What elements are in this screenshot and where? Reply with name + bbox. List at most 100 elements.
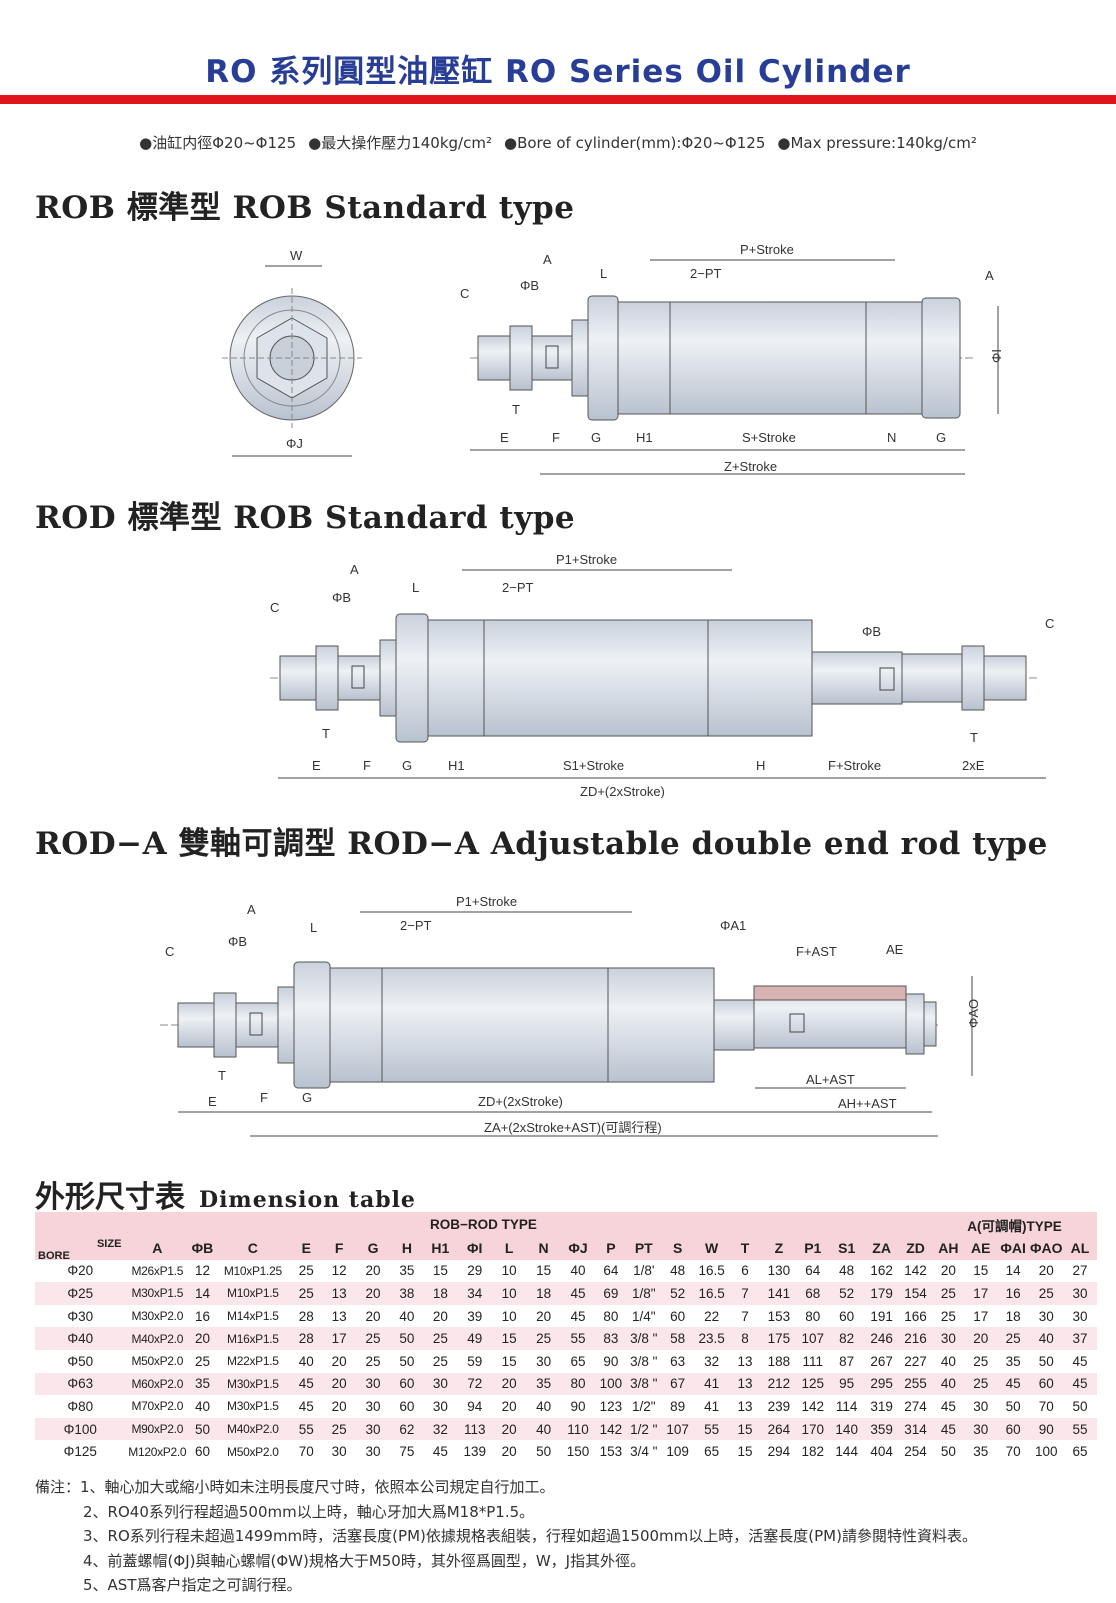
table-cell: 179 xyxy=(864,1282,900,1305)
table-header-cell: T xyxy=(728,1237,762,1260)
table-cell: 20 xyxy=(492,1395,527,1418)
label-c: C xyxy=(165,944,174,959)
table-cell: 25 xyxy=(423,1327,458,1350)
piston-rod xyxy=(337,655,381,701)
label-g2: G xyxy=(936,430,946,445)
table-cell: 100 xyxy=(1029,1440,1063,1463)
label-h1: H1 xyxy=(448,758,465,773)
wrench-flat xyxy=(351,665,365,689)
table-cell: 13 xyxy=(728,1395,762,1418)
table-header-cell: L xyxy=(492,1237,527,1260)
table-cell: 50 xyxy=(390,1327,424,1350)
piston-rod xyxy=(531,335,573,381)
table-cell: 15 xyxy=(964,1259,997,1283)
table-cell: 110 xyxy=(561,1417,595,1441)
table-cell: 30 xyxy=(355,1440,391,1463)
label-phib: ΦB xyxy=(520,278,539,293)
table-cell: 40 xyxy=(526,1417,562,1441)
rod-thread xyxy=(177,1002,215,1048)
table-header-cell: ΦAO xyxy=(1029,1237,1063,1260)
label-t: T xyxy=(322,726,330,741)
piston-rod xyxy=(235,1002,279,1048)
rod-nut xyxy=(509,325,533,391)
note-1: 備注：1、軸心加大或縮小時如未注明長度尺寸時，依照本公司規定自行加工。 xyxy=(35,1478,555,1496)
label-p1-stroke: P1+Stroke xyxy=(556,552,617,567)
label-zd: ZD+(2xStroke) xyxy=(478,1094,563,1109)
table-cell: 7 xyxy=(728,1304,762,1328)
adjust-nut xyxy=(905,993,925,1055)
table-cell: 18 xyxy=(423,1282,458,1305)
table-cell: 359 xyxy=(864,1417,900,1441)
table-cell: 14 xyxy=(189,1282,216,1305)
label-e: E xyxy=(312,758,321,773)
table-cell: 35 xyxy=(390,1259,424,1283)
table-cell: 20 xyxy=(355,1304,391,1328)
table-cell: 27 xyxy=(1062,1259,1097,1283)
section-title-rod: ROD 標準型 ROB Standard type xyxy=(35,500,576,536)
table-cell: 144 xyxy=(829,1440,865,1463)
table-cell: 14 xyxy=(996,1259,1030,1283)
table-cell: 48 xyxy=(660,1259,695,1283)
table-cell: 15 xyxy=(728,1417,762,1441)
rear-rod xyxy=(713,999,755,1051)
table-cell: M30xP2.0 xyxy=(125,1304,190,1328)
table-cell: 58 xyxy=(660,1327,695,1350)
roda-drawing: P1+Stroke 2−PT A ΦB C L ΦA1 F+AST AE ΦAO… xyxy=(160,894,981,1137)
label-e: E xyxy=(208,1094,217,1109)
table-cell: M40xP2.0 xyxy=(125,1327,190,1350)
table-cell: 13 xyxy=(728,1372,762,1396)
table-cell: 125 xyxy=(796,1372,830,1396)
table-cell: 17 xyxy=(322,1327,356,1350)
table-cell: 45 xyxy=(561,1282,595,1305)
table-cell: 20 xyxy=(492,1372,527,1396)
table-cell: 45 xyxy=(289,1372,323,1396)
table-cell: 274 xyxy=(899,1395,932,1418)
table-cell: M14xP1.5 xyxy=(215,1304,290,1328)
table-cell: 28 xyxy=(289,1327,323,1350)
table-cell: M70xP2.0 xyxy=(125,1395,190,1418)
table-cell: Φ20 xyxy=(35,1259,126,1283)
table-cell: 142 xyxy=(594,1417,627,1441)
table-cell: 114 xyxy=(829,1395,865,1418)
table-header-cell: G xyxy=(355,1237,391,1260)
table-header-cell: H xyxy=(390,1237,424,1260)
table-header-cell: P1 xyxy=(796,1237,830,1260)
label-zd: ZD+(2xStroke) xyxy=(580,784,665,798)
table-cell: 113 xyxy=(457,1417,493,1441)
table-cell: 30 xyxy=(355,1395,391,1418)
table-cell: 89 xyxy=(660,1395,695,1418)
table-cell: 90 xyxy=(1029,1417,1063,1441)
table-cell: Φ50 xyxy=(35,1349,126,1373)
bore-label: BORE xyxy=(38,1249,70,1262)
label-phiao: ΦAO xyxy=(966,999,981,1028)
label-p-stroke: P+Stroke xyxy=(740,242,794,257)
table-cell: 20 xyxy=(1029,1259,1063,1283)
table-cell: 82 xyxy=(829,1327,865,1350)
label-s1-stroke: S1+Stroke xyxy=(563,758,624,773)
rear-head xyxy=(707,619,813,737)
table-cell: 13 xyxy=(728,1349,762,1373)
table-cell: 3/8 " xyxy=(626,1327,661,1350)
table-cell: 60 xyxy=(390,1372,424,1396)
table-cell: M60xP2.0 xyxy=(125,1372,190,1396)
table-header-cell: ΦAI xyxy=(996,1237,1030,1260)
wrench-flat xyxy=(879,667,895,691)
table-cell: 70 xyxy=(996,1440,1030,1463)
label-a: A xyxy=(350,562,359,577)
table-cell: 30 xyxy=(423,1372,458,1396)
table-cell: Φ30 xyxy=(35,1304,126,1328)
table-cell: 150 xyxy=(561,1440,595,1463)
table-cell: 45 xyxy=(423,1440,458,1463)
table-header-cell: AL xyxy=(1062,1237,1097,1260)
table-cell: 3/8 " xyxy=(626,1372,661,1396)
table-cell: 55 xyxy=(1062,1417,1097,1441)
table-cell: 1/4" xyxy=(626,1304,661,1328)
rear-rod xyxy=(811,651,903,705)
table-cell: 39 xyxy=(457,1304,493,1328)
front-head xyxy=(329,967,383,1083)
rear-head xyxy=(865,301,923,415)
